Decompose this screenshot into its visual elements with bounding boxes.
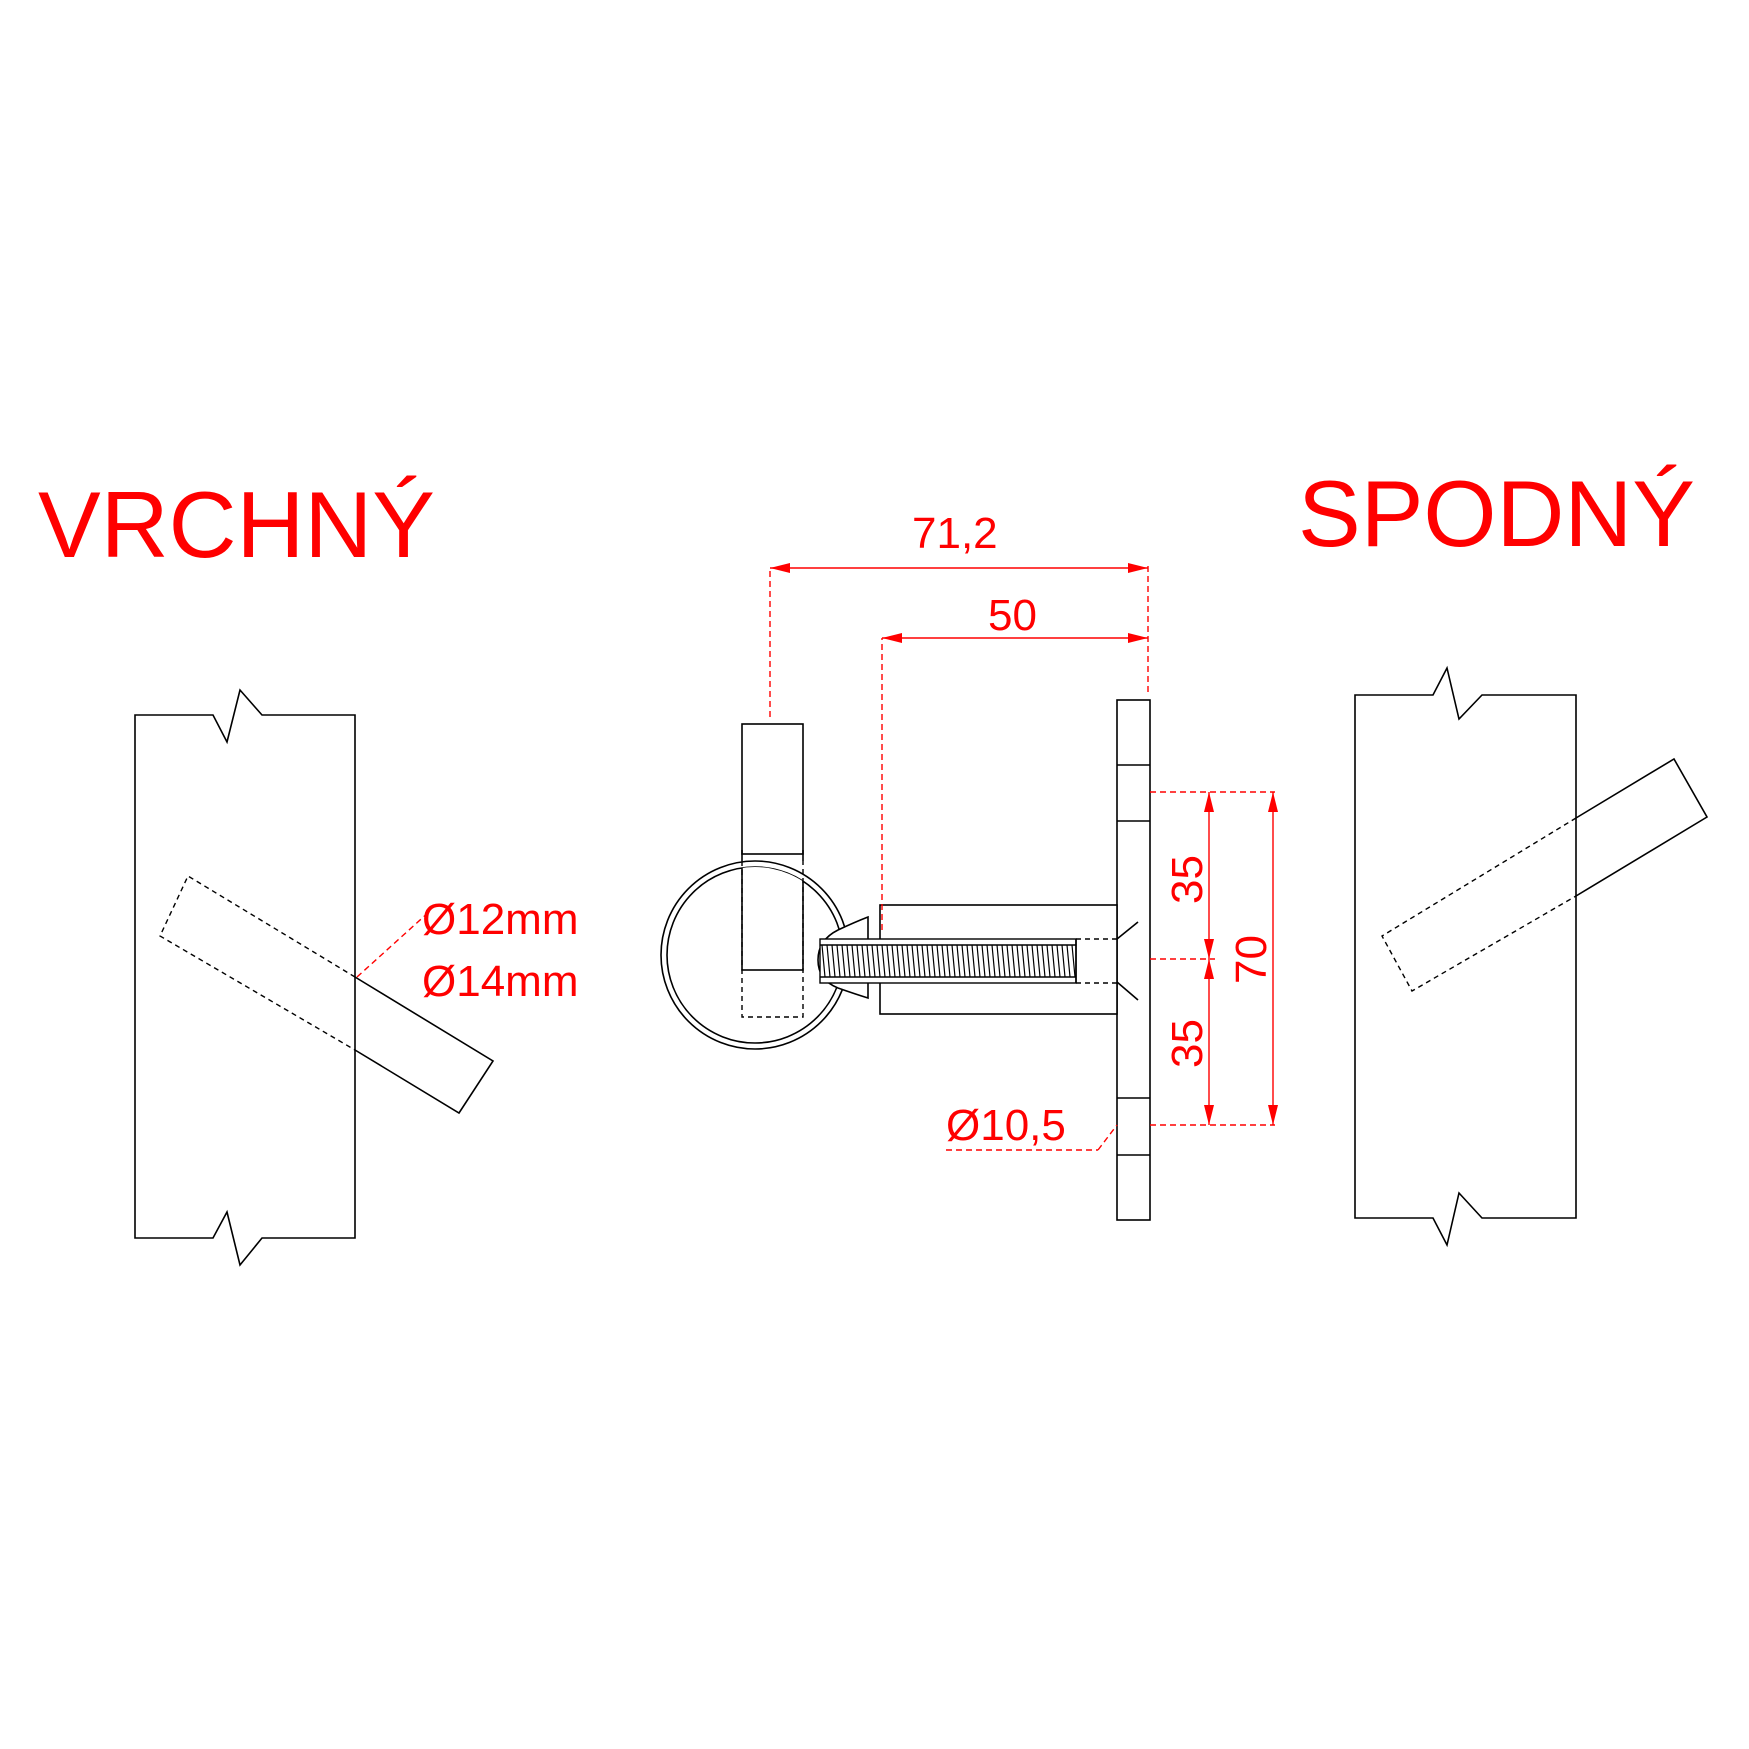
- post-outline-right: [1354, 665, 1577, 1248]
- rod-diameter-12: Ø12mm: [422, 895, 578, 944]
- dim-total-length: 71,2: [912, 509, 998, 558]
- diameter-leader: [356, 910, 431, 978]
- rod-exposed-left: [354, 976, 495, 1115]
- bottom-view-title: SPODNÝ: [1298, 461, 1695, 566]
- post-outline-left: [134, 688, 356, 1267]
- dim-bolt-length: 50: [988, 591, 1037, 640]
- rod-diameter-14: Ø14mm: [422, 957, 578, 1006]
- top-view: Ø12mm Ø14mm: [134, 688, 578, 1267]
- bottom-view: [1354, 665, 1709, 1248]
- bracket-view: 71,2 50 35 35 70 Ø10,5: [660, 509, 1278, 1221]
- threaded-bolt: [819, 938, 1117, 984]
- rod-exposed-right: [1575, 757, 1709, 897]
- wall-plate: [1116, 699, 1151, 1221]
- dim-lower-spacing: 35: [1163, 1019, 1212, 1068]
- rod-hidden-left: [159, 874, 356, 1051]
- top-view-title: VRCHNÝ: [38, 472, 435, 577]
- rod-hidden-right: [1381, 817, 1577, 992]
- dim-hole-diameter: Ø10,5: [946, 1101, 1066, 1150]
- dim-upper-spacing: 35: [1163, 855, 1212, 904]
- upright-post: [741, 723, 804, 855]
- dim-hole-spacing: 70: [1227, 935, 1276, 984]
